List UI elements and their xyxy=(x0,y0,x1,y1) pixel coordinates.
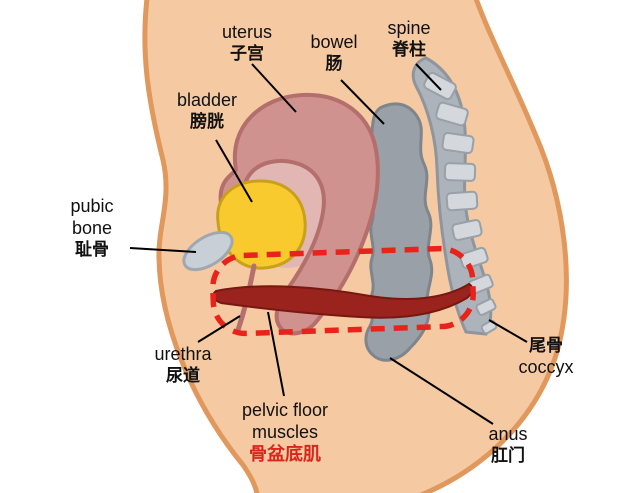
label-urethra-en: urethra xyxy=(154,344,212,364)
label-pubic-bone-en2: bone xyxy=(71,217,113,238)
label-pubic-bone-zh: 耻骨 xyxy=(75,239,109,259)
label-uterus-en: uterus xyxy=(221,22,273,42)
label-uterus-zh: 子宫 xyxy=(230,43,264,63)
label-uterus: uterus 子宫 xyxy=(222,22,272,65)
label-urethra: urethra 尿道 xyxy=(154,344,211,387)
vertebrae-group xyxy=(423,71,498,335)
vertebra xyxy=(441,132,475,154)
pointer-line-anus xyxy=(389,357,494,425)
label-coccyx-en: coccyx xyxy=(518,356,574,377)
label-coccyx-zh: 尾骨 xyxy=(528,336,563,355)
bladder-shape xyxy=(216,179,307,270)
coccyx-segment xyxy=(475,298,497,316)
label-spine-zh: 脊柱 xyxy=(392,39,426,59)
pointer-line-pubic-bone xyxy=(129,247,197,253)
label-pelvic-floor-zh: 骨盆底肌 xyxy=(248,443,321,464)
label-anus-zh: 肛门 xyxy=(490,445,525,465)
pointer-line-urethra xyxy=(197,315,241,343)
pubic-bone-shape xyxy=(182,230,234,272)
pointer-line-spine xyxy=(415,63,442,91)
label-pubic-bone: pubic bone 耻骨 xyxy=(70,196,113,261)
label-coccyx: 尾骨 coccyx xyxy=(518,336,573,379)
pelvic-floor-muscle-shape xyxy=(212,282,474,319)
label-spine: spine 脊柱 xyxy=(387,18,430,61)
vertebra xyxy=(445,190,479,212)
label-bladder-en: bladder xyxy=(176,90,238,110)
pointer-line-coccyx xyxy=(488,319,528,343)
vertebra xyxy=(459,246,489,270)
label-bladder: bladder 膀胱 xyxy=(177,90,237,133)
label-spine-en: spine xyxy=(387,18,431,38)
label-urethra-zh: 尿道 xyxy=(165,365,200,385)
label-bowel: bowel 肠 xyxy=(310,32,357,75)
label-bladder-zh: 膀胱 xyxy=(189,111,224,131)
vertebra xyxy=(451,219,483,241)
label-pelvic-floor-en1: pelvic floor xyxy=(241,400,329,420)
label-pubic-bone-en1: pubic xyxy=(70,196,114,216)
label-pelvic-floor: pelvic floor muscles 骨盆底肌 xyxy=(242,400,328,466)
pointer-line-bowel xyxy=(340,79,385,125)
vertebra xyxy=(435,101,469,127)
pointer-line-uterus xyxy=(251,63,297,113)
label-bowel-en: bowel xyxy=(310,32,358,52)
pointer-lines xyxy=(129,63,528,425)
pointer-line-bladder xyxy=(215,139,253,203)
label-anus-en: anus xyxy=(488,424,528,444)
label-anus: anus 肛门 xyxy=(488,424,527,467)
label-pelvic-floor-en2: muscles xyxy=(251,421,319,442)
label-bowel-zh: 肠 xyxy=(325,53,343,73)
vertebra xyxy=(443,162,477,182)
pelvic-floor-highlight-box xyxy=(210,245,476,337)
pointer-line-pelvic-floor xyxy=(267,311,285,397)
